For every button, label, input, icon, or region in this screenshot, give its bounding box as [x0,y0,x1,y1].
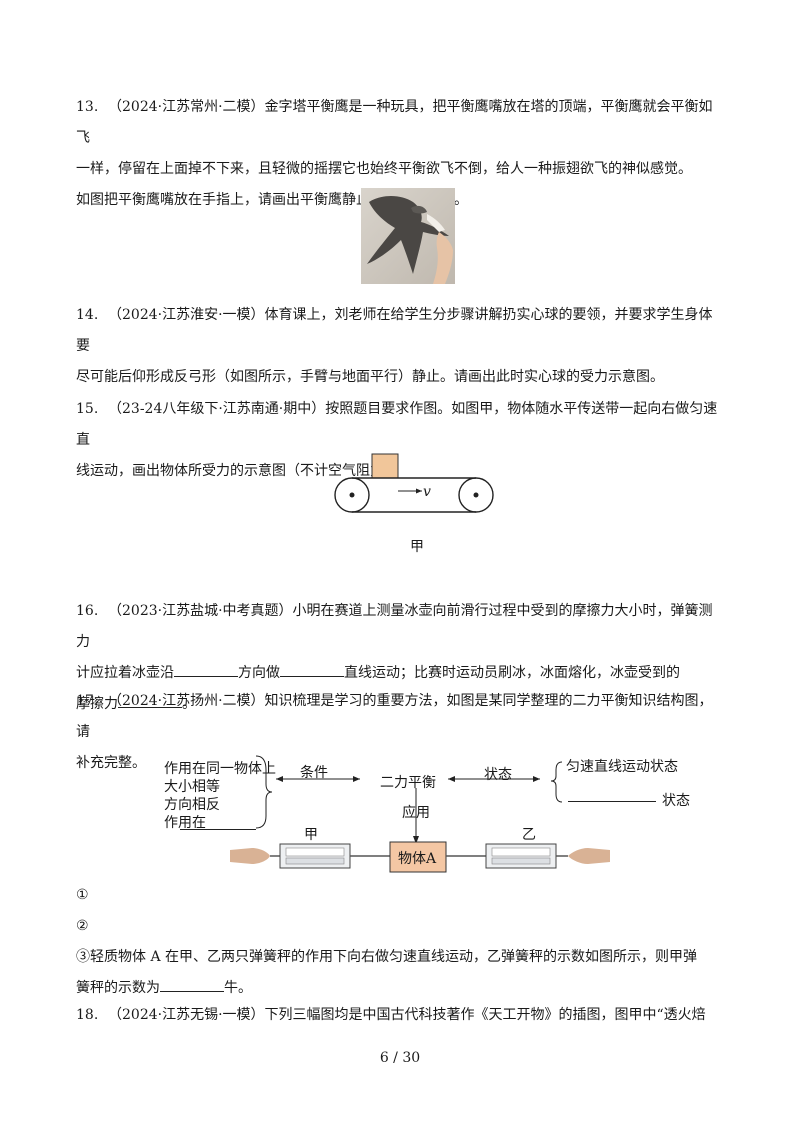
velocity-label: v [423,484,431,500]
question-number: 15. [76,401,99,417]
right-hand [568,848,610,864]
scale-left-label: 甲 [304,827,318,843]
question-17-answers: ① ② ③轻质物体 A 在甲、乙两只弹簧秤的作用下向右做匀速直线运动，乙弹簧秤的… [76,880,726,1004]
answer-blank[interactable] [160,976,224,992]
object-label: 物体A [398,851,437,867]
object-block [371,453,399,479]
answer-line: ② [76,918,89,934]
question-text: 一样，停留在上面掉不下来，且轻微的摇摆它也始终平衡欲飞不倒，给人一种振翅欲飞的神… [76,161,692,177]
answer-line: ③轻质物体 A 在甲、乙两只弹簧秤的作用下向右做匀速直线运动，乙弹簧秤的示数如图… [76,949,698,965]
state-item: 状态 [662,793,690,809]
answer-blank[interactable] [180,814,256,830]
spring-scales-setup [230,841,610,873]
scale-right-label: 乙 [522,827,536,843]
answer-line: ① [76,887,89,903]
page-number: 6 / 30 [379,1050,421,1066]
question-15: 15.（23-24八年级下·江苏南通·期中）按照题目要求作图。如图甲，物体随水平… [76,394,726,487]
state-item: 匀速直线运动状态 [566,759,678,775]
answer-blank[interactable] [118,692,182,708]
question-text: 线运动，画出物体所受力的示意图（不计空气阻力）； [76,463,405,479]
question-text: （23-24八年级下·江苏南通·期中）按照题目要求作图。如图甲，物体随水平传送带… [76,401,718,448]
object-a [389,841,447,873]
question-number: 17. [76,693,99,709]
question-text: （2024·江苏淮安·一模）体育课上，刘老师在给学生分步骤讲解扔实心球的要领，并… [76,307,713,354]
answer-blank[interactable] [568,786,656,802]
state-arrow-label: 状态 [484,767,512,783]
question-text: （2024·江苏常州·二模）金字塔平衡鹰是一种玩具，把平衡鹰嘴放在塔的顶端，平衡… [76,99,713,146]
question-text: 簧秤的示数为 [76,980,160,996]
condition-item: 方向相反 [164,797,220,813]
condition-arrow-label: 条件 [300,765,328,781]
question-text: 直线运动；比赛时运动员刷冰，冰面熔化，冰壶受到的 [344,665,680,681]
condition-item: 作用在 [164,815,206,831]
center-label: 二力平衡 [380,775,436,791]
question-14: 14.（2024·江苏淮安·一模）体育课上，刘老师在给学生分步骤讲解扔实心球的要… [76,300,726,393]
question-text: （2024·江苏扬州·二模）知识梳理是学习的重要方法，如图是某同学整理的二力平衡… [76,693,713,740]
question-text: 摩擦力 [76,696,118,712]
answer-blank[interactable] [280,661,344,677]
application-label: 应用 [402,805,430,821]
question-text: 计应拉着冰壶沿 [76,665,174,681]
two-force-balance-diagram: 作用在同一物体上 大小相等 方向相反 作用在 条件 二力平衡 状态 匀速直线运动… [0,750,800,880]
condition-item: 作用在同一物体上 [164,761,276,777]
question-17: 17.（2024·江苏扬州·二模）知识梳理是学习的重要方法，如图是某同学整理的二… [76,686,726,779]
question-text: （2023·江苏盐城·中考真题）小明在赛道上测量冰壶向前滑行过程中受到的摩擦力大… [76,603,713,650]
question-18: 18. （2024·江苏无锡·一模）下列三幅图均是中国古代科技著作《天工开物》的插… [76,1000,726,1031]
question-text: 方向做 [238,665,280,681]
question-number: 13. [76,99,99,115]
balance-eagle-photo [361,188,455,284]
question-text: 补充完整。 [76,755,146,771]
question-13: 13.（2024·江苏常州·二模）金字塔平衡鹰是一种玩具，把平衡鹰嘴放在塔的顶端… [76,92,726,216]
condition-item: 大小相等 [164,779,220,795]
question-text: （2024·江苏无锡·一模）下列三幅图均是中国古代科技著作《天工开物》的插图，图… [108,1007,706,1023]
diagram-lines [255,755,563,844]
question-text: 。 [182,696,196,712]
answer-blank[interactable] [174,661,238,677]
question-number: 14. [76,307,99,323]
conveyor-belt-figure [330,450,500,530]
question-number: 18. [76,1007,99,1023]
left-hand [230,848,270,864]
question-text: 牛。 [224,980,252,996]
figure-caption: 甲 [410,539,424,555]
question-number: 16. [76,603,99,619]
question-text: 尽可能后仰形成反弓形（如图所示，手臂与地面平行）静止。请画出此时实心球的受力示意… [76,369,664,385]
question-16: 16.（2023·江苏盐城·中考真题）小明在赛道上测量冰壶向前滑行过程中受到的摩… [76,596,726,720]
